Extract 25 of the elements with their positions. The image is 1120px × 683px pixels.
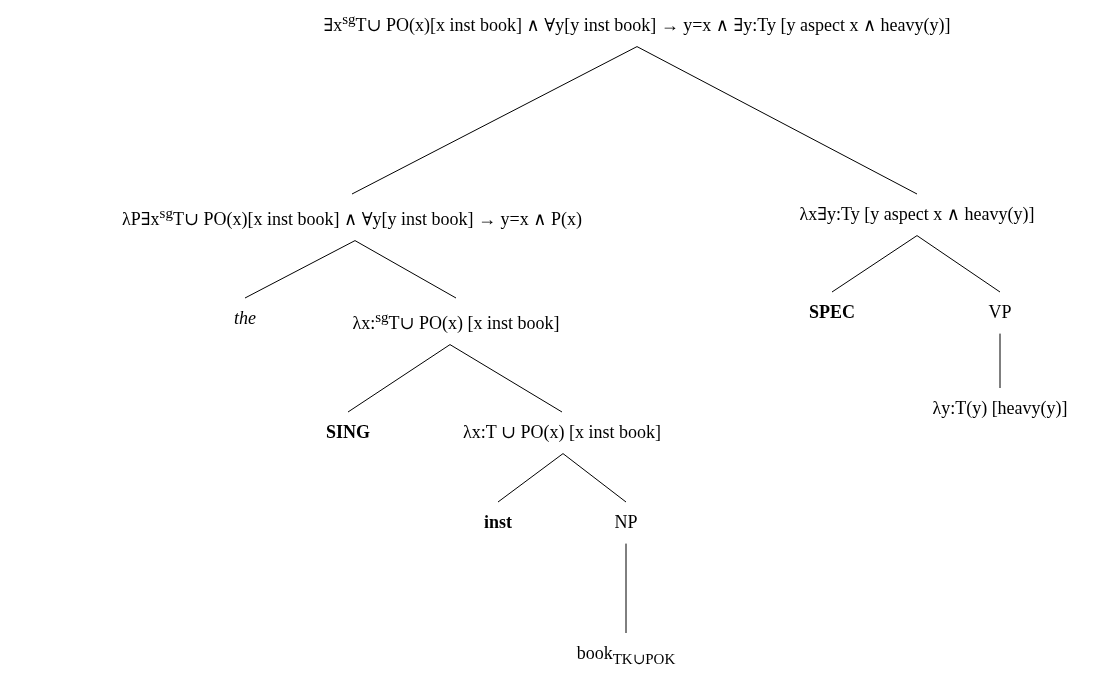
tree-branch: [831, 235, 918, 293]
tree-node-label: λP∃x$^{sg}$T∪ PO(x)[x inst book] ∧ ∀y[y inst book] → y=x ∧ P(x): [122, 194, 582, 241]
tree-node-label: λx:$^{sg}$T∪ PO(x) [x inst book]: [352, 298, 560, 345]
tree-branch: [916, 235, 1001, 293]
tree-node-label: λx:T ∪ PO(x) [x inst book]: [463, 412, 661, 454]
tree-node-label: VP: [988, 292, 1012, 334]
tree-branch: [625, 543, 627, 634]
tree-node-label: NP: [614, 502, 638, 544]
tree-node-label: λx∃y:Ty [y aspect x ∧ heavy(y)]: [799, 194, 1035, 236]
tree-branch: [244, 240, 356, 299]
tree-branch: [497, 453, 564, 503]
tree-node-label: ∃x$^{sg}$T∪ PO(x)[x inst book] ∧ ∀y[y inst book] → y=x ∧ ∃y:Ty [y aspect x ∧ heavy(y)]: [323, 0, 951, 47]
tree-branch: [562, 453, 627, 503]
tree-branch: [999, 333, 1001, 389]
tree-node-label: SING: [326, 412, 370, 454]
tree-branch: [354, 240, 457, 299]
tree-branch: [347, 344, 451, 413]
tree-node-label: inst: [484, 502, 512, 544]
tree-node-label: book$_{TK∪POK}$: [576, 633, 676, 678]
tree-node-label: the: [234, 298, 256, 340]
tree-branch: [351, 46, 638, 195]
tree-node-label: λy:T(y) [heavy(y)]: [932, 388, 1068, 430]
tree-branch: [636, 46, 918, 195]
tree-node-label: SPEC: [809, 292, 855, 334]
tree-branch: [449, 344, 563, 413]
